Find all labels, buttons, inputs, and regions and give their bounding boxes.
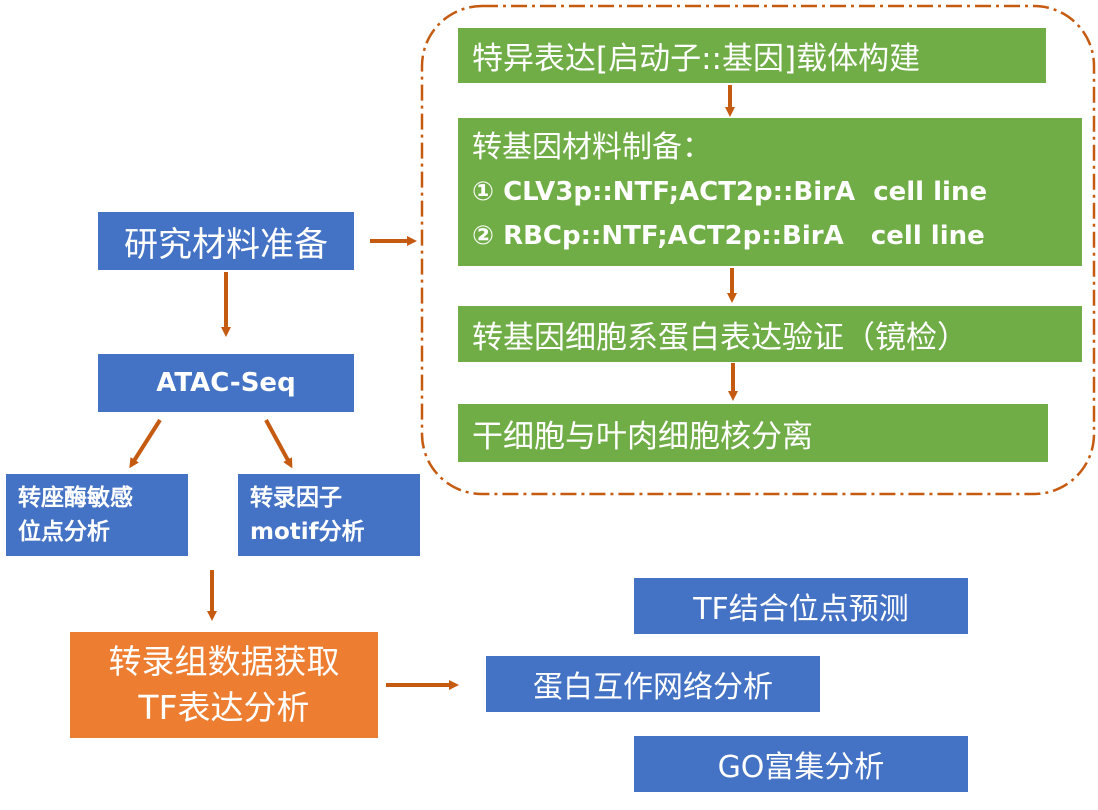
protein-expression-verify-box: 转基因细胞系蛋白表达验证（镜检） bbox=[458, 306, 1082, 362]
arrow-atac-to-chromatin bbox=[129, 418, 162, 469]
vector-construction-box: 特异表达[启动子::基因]载体构建 bbox=[458, 28, 1046, 83]
vector-construction-label: 特异表达[启动子::基因]载体构建 bbox=[472, 41, 921, 77]
nuclei-isolation-label: 干细胞与叶肉细胞核分离 bbox=[472, 418, 813, 455]
transgenic-prep-box: 转基因材料制备： ① CLV3p::NTF;ACT2p::BirA cell l… bbox=[458, 118, 1082, 266]
research-material-prep-box: 研究材料准备 bbox=[98, 212, 354, 270]
nuclei-isolation-box: 干细胞与叶肉细胞核分离 bbox=[458, 404, 1048, 462]
tf-motif-box: 转录因子 motif分析 bbox=[238, 474, 420, 556]
go-enrichment-label: GO富集分析 bbox=[717, 750, 885, 785]
dashed-group-border bbox=[420, 4, 1096, 496]
atac-seq-box: ATAC-Seq bbox=[98, 354, 354, 412]
atac-seq-label: ATAC-Seq bbox=[156, 368, 296, 398]
transgenic-line-2: ② RBCp::NTF;ACT2p::BirA cell line bbox=[472, 221, 985, 251]
tf-binding-prediction-box: TF结合位点预测 bbox=[634, 578, 968, 634]
arrow-atac-to-motif bbox=[264, 419, 293, 469]
transgenic-title: 转基因材料制备： bbox=[472, 130, 712, 165]
ppi-network-label: 蛋白互作网络分析 bbox=[533, 670, 773, 705]
transcriptome-line-2: TF表达分析 bbox=[138, 688, 310, 727]
tf-motif-line-1: 转录因子 bbox=[250, 485, 342, 511]
tf-binding-prediction-label: TF结合位点预测 bbox=[693, 592, 909, 627]
transcriptome-box: 转录组数据获取 TF表达分析 bbox=[70, 632, 378, 738]
chromatin-accessibility-box: 转座酶敏感 位点分析 bbox=[6, 474, 188, 556]
ppi-network-box: 蛋白互作网络分析 bbox=[486, 656, 820, 712]
tf-motif-line-2: motif分析 bbox=[250, 519, 365, 545]
chromatin-line-1: 转座酶敏感 bbox=[18, 485, 133, 511]
go-enrichment-box: GO富集分析 bbox=[634, 736, 968, 792]
research-material-prep-label: 研究材料准备 bbox=[124, 224, 328, 265]
transcriptome-line-1: 转录组数据获取 bbox=[108, 642, 340, 681]
transgenic-line-1: ① CLV3p::NTF;ACT2p::BirA cell line bbox=[472, 177, 988, 207]
protein-expression-verify-label: 转基因细胞系蛋白表达验证（镜检） bbox=[472, 319, 968, 356]
chromatin-line-2: 位点分析 bbox=[18, 519, 110, 545]
